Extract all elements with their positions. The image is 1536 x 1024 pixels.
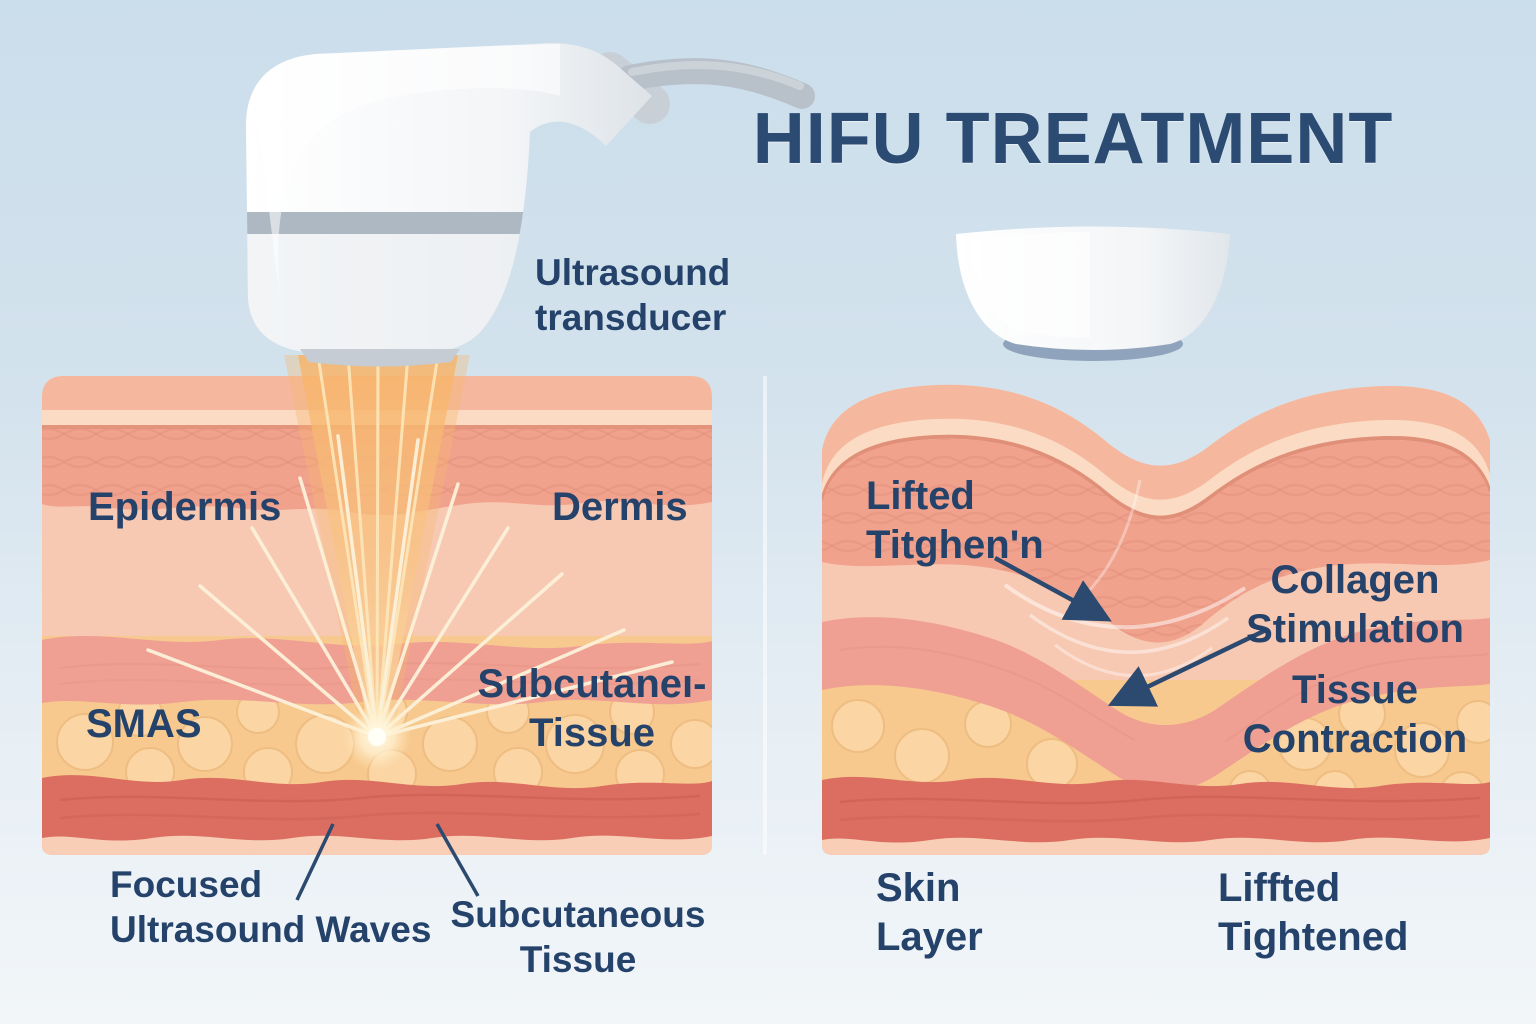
label-dermis: Dermis [552, 485, 688, 529]
beam-focal-point [343, 703, 411, 771]
label-ultrasound-transducer: Ultrasound transducer [535, 252, 731, 339]
panel-divider [763, 376, 767, 855]
transducer-nozzle [300, 349, 460, 367]
label-lifted-tightening: Lifted Titghen'n [866, 474, 1044, 567]
label-epidermis: Epidermis [88, 485, 282, 529]
leader-line-focused-waves [295, 823, 335, 901]
label-subcutaneous-tissue-layer: Subcutaneı- Tissue [477, 662, 707, 755]
label-tissue-contraction: Tissue Contraction [1242, 668, 1468, 761]
label-lifted-tightened: Liffted Tightened [1218, 866, 1409, 959]
cartridge-device-icon [956, 226, 1230, 361]
transducer-device-icon [245, 43, 815, 367]
transducer-cable [617, 58, 815, 109]
page-title: HIFU TREATMENT [752, 99, 1394, 179]
collagen-arrow-icon [1107, 627, 1267, 707]
lifted-arrow-icon [993, 556, 1112, 622]
label-focused-ultrasound-waves: Focused Ultrasound Waves [110, 864, 432, 951]
label-collagen-stimulation: Collagen Stimulation [1246, 558, 1464, 651]
label-smas: SMAS [86, 702, 202, 746]
transducer-band [245, 212, 534, 234]
label-skin-layer: Skin Layer [876, 866, 983, 959]
leader-line-subcutaneous [435, 823, 480, 897]
focal-rays [146, 434, 674, 739]
label-subcutaneous-tissue: Subcutaneous Tissue [450, 894, 706, 981]
